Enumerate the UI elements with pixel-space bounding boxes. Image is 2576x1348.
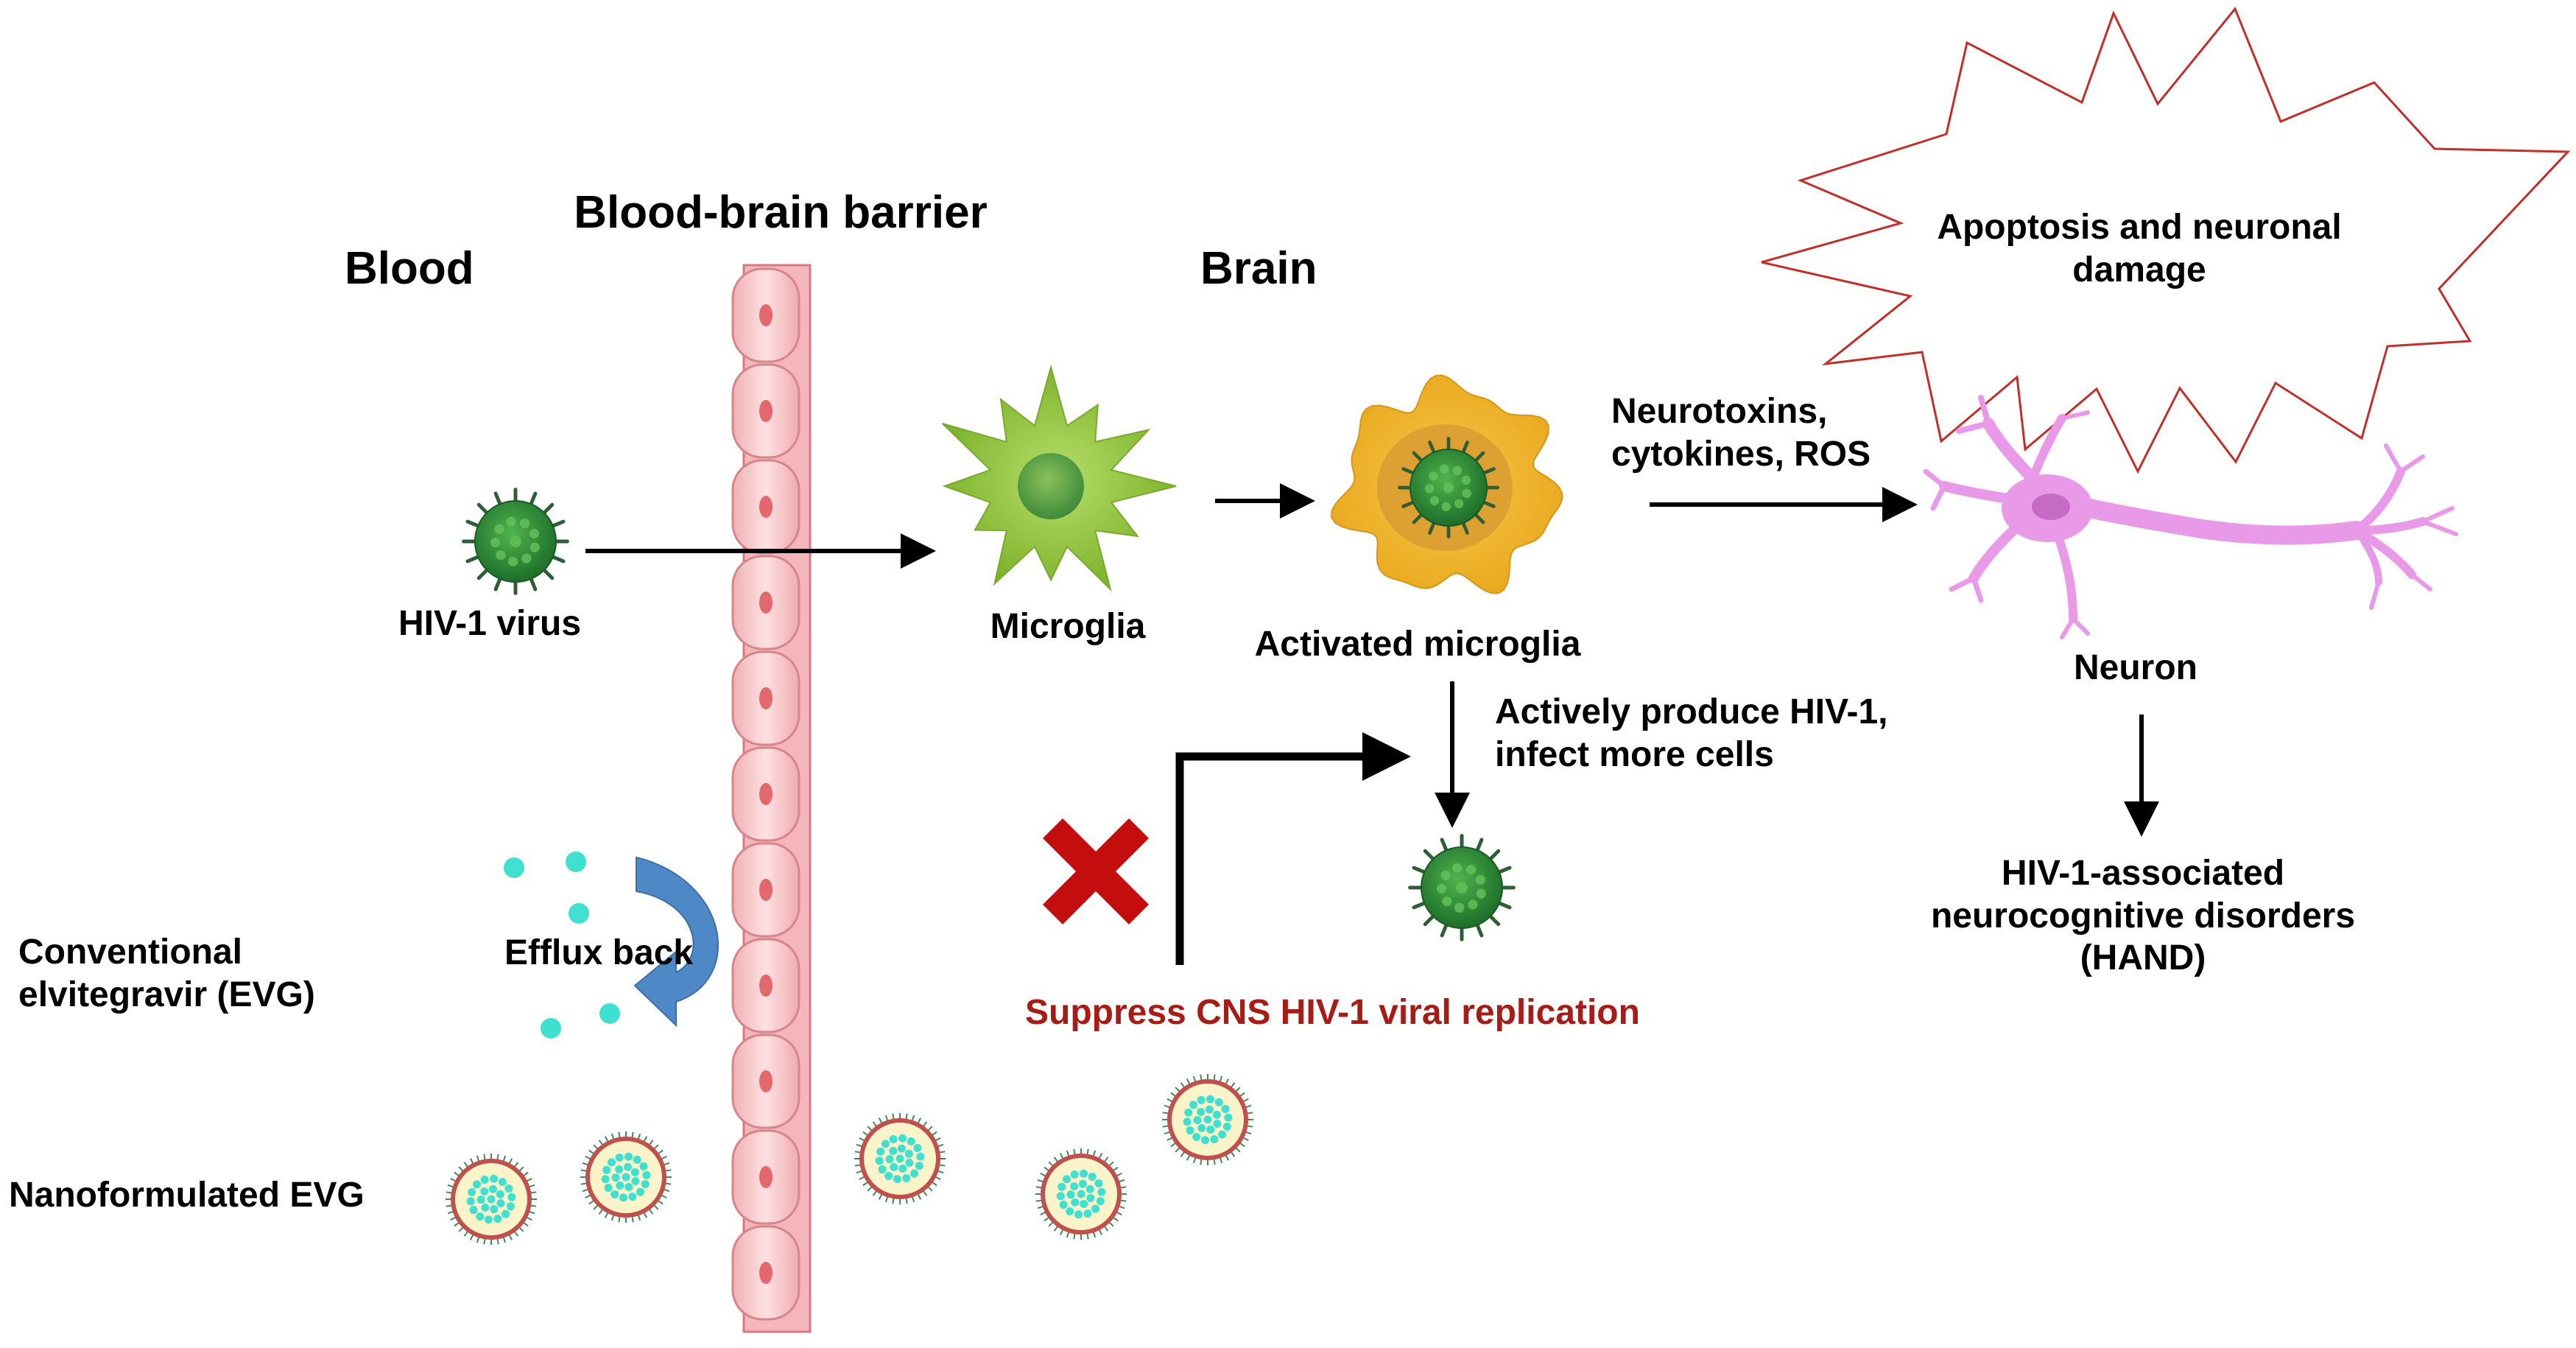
conventional-evg-label: Conventional elvitegravir (EVG) [18,931,315,1016]
efflux-arrow-icon [633,856,719,1028]
nano-particle-icon [446,1154,537,1245]
apoptosis-line-2: damage [2072,250,2206,289]
brain-header: Brain [1200,243,1317,294]
nano-particle-icon [1035,1148,1127,1240]
bbb-endothelial-cell [731,363,800,459]
produce-line-1: Actively produce HIV-1, [1495,692,1888,731]
conventional-line-2: elvitegravir (EVG) [18,975,315,1014]
efflux-label: Efflux back [504,933,694,972]
bbb-endothelial-cell [731,1129,800,1225]
produce-line-2: infect more cells [1495,734,1774,774]
microglia-label: Microglia [990,607,1146,646]
bbb-endothelial-cell [731,746,800,842]
nano-particle-icon [854,1113,946,1204]
bbb-endothelial-cell [731,267,800,363]
hand-label: HIV-1-associated neurocognitive disorder… [1871,852,2415,980]
activated-microglia-label: Activated microglia [1254,625,1581,664]
neurotoxins-line-1: Neurotoxins, [1611,392,1828,431]
produced-virus-icon [1408,834,1516,941]
bbb-header: Blood-brain barrier [574,187,988,238]
neurotoxins-line-2: cytokines, ROS [1611,434,1871,474]
neuron-label: Neuron [2074,648,2197,687]
hand-line-2: neurocognitive disorders [1930,896,2356,935]
arrow-suppress-elbow [1175,732,1411,965]
bbb-endothelial-cell [731,1225,800,1321]
neurotoxins-label: Neurotoxins, cytokines, ROS [1611,390,1871,475]
bbb-endothelial-cell [731,650,800,746]
drug-dots [504,852,620,1039]
bbb-endothelial-cell [731,555,800,650]
nanoformulated-evg-label: Nanoformulated EVG [9,1176,365,1215]
apoptosis-label: Apoptosis and neuronal damage [1856,206,2423,291]
activated-microglia-cell-icon [1331,374,1563,594]
hand-line-1: HIV-1-associated [2001,854,2285,893]
bbb-endothelial-cell [731,1033,800,1129]
blood-header: Blood [345,243,474,294]
hiv-virus-label: HIV-1 virus [398,604,582,643]
nano-particle-icon [580,1131,672,1223]
nano-particles [446,1074,1253,1245]
microglia-cell-icon [942,364,1177,592]
hiv-virus-icon [462,488,569,595]
conventional-line-1: Conventional [18,933,243,972]
suppress-label: Suppress CNS HIV-1 viral replication [1025,993,1640,1032]
blood-brain-barrier [731,264,812,1333]
nano-particle-icon [1162,1074,1253,1165]
bbb-endothelial-cell [731,842,800,938]
red-cross-icon [1043,818,1149,924]
produce-label: Actively produce HIV-1, infect more cell… [1495,691,1888,776]
bbb-endothelial-cell [731,938,800,1033]
apoptosis-line-1: Apoptosis and neuronal [1937,208,2342,247]
bbb-endothelial-cell [731,459,800,555]
neuron-cell-icon [1923,395,2458,639]
hand-line-3: (HAND) [2080,938,2206,978]
apoptosis-starburst [1761,7,2571,474]
